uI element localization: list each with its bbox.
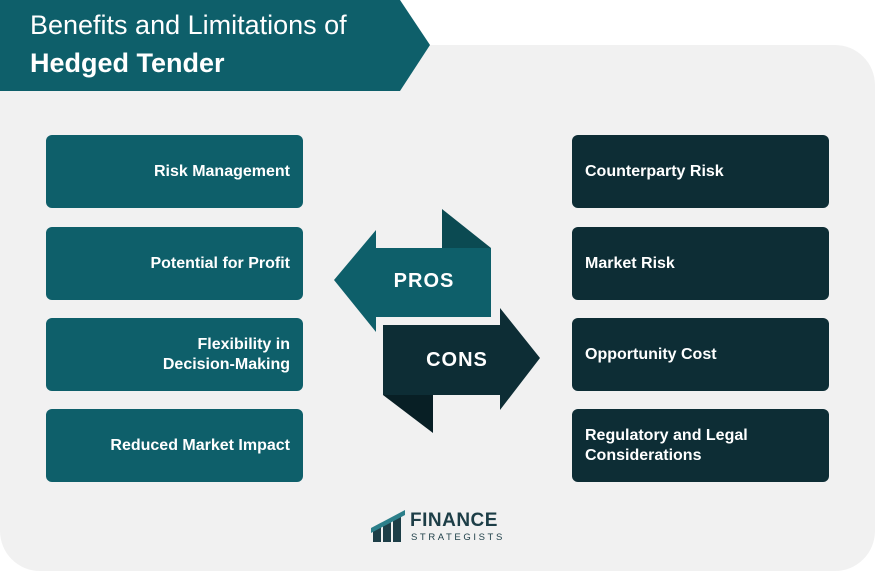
title-banner-shape: [0, 0, 430, 91]
pro-item-label: Potential for Profit: [150, 254, 290, 272]
con-item-regulatory-legal: Regulatory and Legal Considerations: [572, 409, 829, 482]
finance-strategists-logo-icon: [371, 510, 405, 542]
con-item-label: Market Risk: [585, 254, 675, 272]
pro-item-reduced-market-impact: Reduced Market Impact: [46, 409, 303, 482]
con-item-market-risk: Market Risk: [572, 227, 829, 300]
pro-item-potential-for-profit: Potential for Profit: [46, 227, 303, 300]
pro-item-flexibility: Flexibility in Decision-Making: [46, 318, 303, 391]
cons-arrow: [383, 308, 540, 410]
pro-item-label: Risk Management: [153, 162, 290, 180]
pro-item-risk-management: Risk Management: [46, 135, 303, 208]
con-item-opportunity-cost: Opportunity Cost: [572, 318, 829, 391]
pros-label: PROS: [394, 270, 455, 292]
con-item-counterparty-risk: Counterparty Risk: [572, 135, 829, 208]
cons-arrow-fold: [383, 395, 433, 433]
cons-label: CONS: [426, 349, 488, 371]
pros-arrow: [334, 230, 491, 332]
pros-arrow-fold: [442, 209, 491, 248]
pro-item-label: Reduced Market Impact: [110, 436, 290, 454]
logo-tagline: STRATEGISTS: [411, 532, 505, 543]
pro-item-label: Flexibility in Decision-Making: [162, 335, 290, 373]
title-banner: Benefits and Limitations of Hedged Tende…: [0, 0, 430, 91]
title-line-2: Hedged Tender: [30, 48, 225, 78]
logo-name: FINANCE: [410, 510, 498, 531]
con-item-label: Counterparty Risk: [585, 162, 724, 180]
con-item-label: Regulatory and Legal Considerations: [585, 426, 748, 464]
con-item-label: Opportunity Cost: [585, 345, 717, 363]
title-line-1: Benefits and Limitations of: [30, 10, 347, 40]
pros-cons-arrows: PROS CONS: [334, 209, 540, 433]
